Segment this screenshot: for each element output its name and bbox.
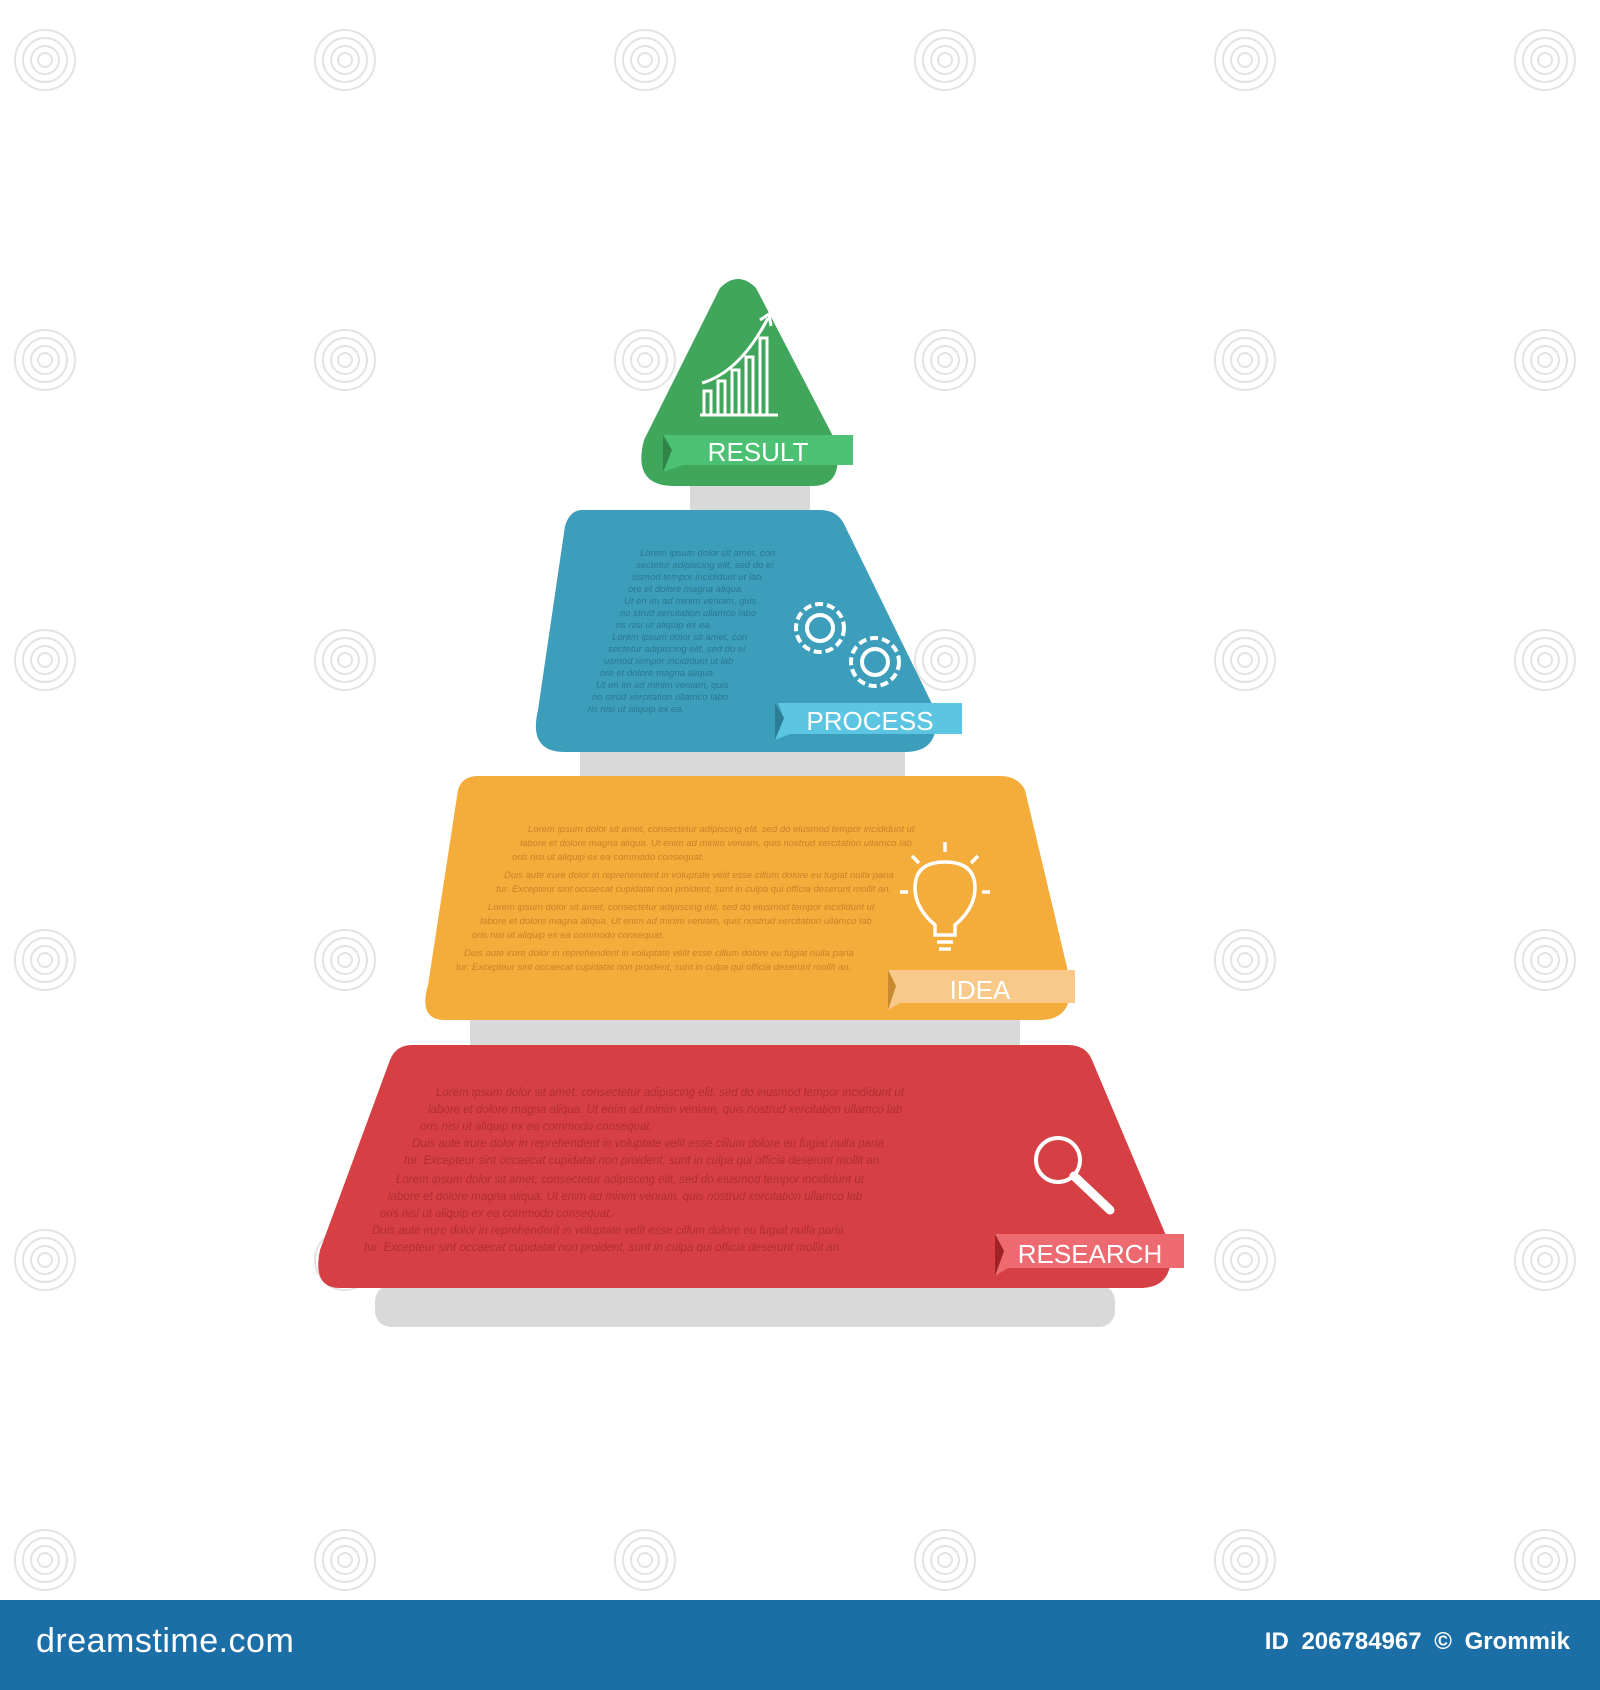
watermark-spiral <box>14 329 76 391</box>
stock-author: Grommik <box>1464 1628 1570 1655</box>
watermark-spiral <box>314 29 376 91</box>
bar-chart-growth-icon <box>700 311 778 417</box>
tier-result-label: RESULT <box>708 437 809 467</box>
watermark-spiral <box>1214 29 1276 91</box>
tier-process: Lorem ipsum dolor sit amet, con sectetur… <box>535 510 962 752</box>
tier-process-body: Lorem ipsum dolor sit amet, con sectetur… <box>588 548 778 715</box>
gears-icon <box>794 602 901 688</box>
watermark-spiral <box>14 1229 76 1291</box>
stock-footer-bar: dreamstime.com ID 206784967 © Grommik <box>0 1600 1600 1690</box>
tier-research: Lorem ipsum dolor sit amet, consectetur … <box>318 1045 1184 1288</box>
watermark-spiral <box>1214 629 1276 691</box>
watermark-spiral <box>1214 929 1276 991</box>
watermark-spiral <box>1214 1529 1276 1591</box>
stock-id-label: ID <box>1264 1628 1289 1655</box>
tier-idea-label: IDEA <box>950 975 1011 1005</box>
watermark-spiral <box>314 1529 376 1591</box>
watermark-spiral <box>614 1529 676 1591</box>
watermark-spiral <box>1514 929 1576 991</box>
tier-result: RESULT <box>641 279 853 486</box>
watermark-spiral <box>1514 329 1576 391</box>
tier-shadow-process <box>580 748 905 780</box>
watermark-spiral <box>14 29 76 91</box>
tier-idea-ribbon <box>888 970 1075 1010</box>
tier-idea: Lorem ipsum dolor sit amet, consectetur … <box>425 776 1075 1020</box>
stock-brand-logo: dreamstime.com <box>36 1622 295 1660</box>
tier-idea-ribbon-fold <box>888 970 896 1010</box>
tier-research-ribbon-fold <box>995 1234 1004 1276</box>
tier-process-shape <box>535 510 937 752</box>
tier-research-label: RESEARCH <box>1018 1239 1162 1269</box>
watermark-spiral <box>614 329 676 391</box>
watermark-spiral <box>314 929 376 991</box>
watermark-spiral <box>1514 1229 1576 1291</box>
tier-result-ribbon-fold <box>663 435 672 472</box>
watermark-spiral <box>1214 1229 1276 1291</box>
tier-idea-body: Lorem ipsum dolor sit amet, consectetur … <box>456 824 917 973</box>
watermark-spiral <box>314 629 376 691</box>
watermark-spiral <box>1514 629 1576 691</box>
watermark-spiral <box>914 29 976 91</box>
watermark-spiral <box>1514 1529 1576 1591</box>
watermark-spiral <box>914 1529 976 1591</box>
stock-id-value: 206784967 <box>1301 1628 1422 1655</box>
watermark-spiral <box>1514 29 1576 91</box>
tier-idea-shape <box>425 776 1071 1020</box>
tier-process-label: PROCESS <box>806 706 933 736</box>
tier-shadow-idea <box>470 1015 1020 1047</box>
watermark-spiral <box>314 329 376 391</box>
stock-image-id: ID 206784967 © Grommik <box>1259 1628 1570 1656</box>
tier-research-ribbon <box>995 1234 1184 1276</box>
watermark-spiral <box>914 629 976 691</box>
tier-research-body: Lorem ipsum dolor sit amet, consectetur … <box>364 1087 907 1254</box>
pyramid-infographic: RESULT Lorem ipsum dolor sit amet, con s… <box>14 29 1576 1591</box>
tier-process-ribbon-fold <box>775 703 784 740</box>
lightbulb-icon <box>900 842 990 951</box>
watermark-spiral <box>1214 329 1276 391</box>
watermark-spiral <box>14 929 76 991</box>
tier-research-shape <box>318 1045 1171 1288</box>
magnifier-icon <box>1034 1136 1115 1215</box>
tier-result-ribbon <box>663 435 853 472</box>
watermark-spiral <box>914 329 976 391</box>
watermark-spiral <box>614 29 676 91</box>
tier-process-ribbon <box>775 703 962 740</box>
copyright-symbol: © <box>1434 1628 1452 1655</box>
tier-shadow-research <box>375 1285 1115 1327</box>
watermark-spiral <box>14 1529 76 1591</box>
watermark-spiral <box>14 629 76 691</box>
